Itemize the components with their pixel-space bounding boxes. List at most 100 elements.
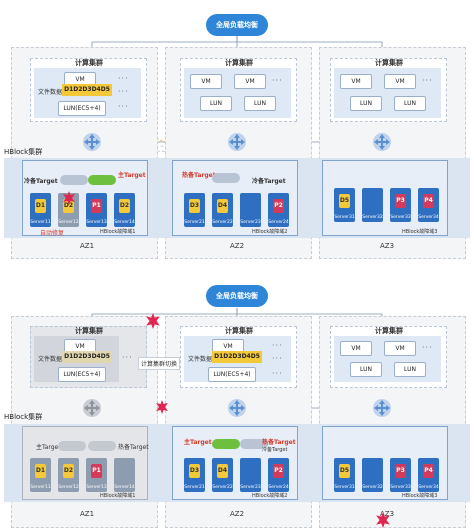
main-target-label: 主Target [118,172,146,179]
main-target-indicator [212,439,240,449]
file-data-label: 文件数据 [38,356,63,363]
az-label: AZ1 [80,510,95,518]
parity-chip: P3 [395,464,406,478]
parity-chip: P4 [423,194,434,208]
server-label: Server33 [390,215,411,220]
data-chip: D1D2D3D4D5 [62,351,112,363]
server-node: P2 Server24 [268,193,289,227]
server-node: D3 Server21 [184,458,205,492]
fault-domain-label: HBlock故障域1 [100,229,136,235]
server-label: Server24 [268,485,289,490]
fault-domain-label: HBlock故障域2 [252,229,288,235]
server-label: Server31 [334,215,355,220]
lun-pill: LUN [350,362,382,377]
cluster-title: 计算集群 [375,59,403,67]
lun-pill: LUN [200,96,232,111]
file-data-label: 文件数据 [188,356,213,363]
data-chip: D3 [189,199,200,213]
server-label: Server21 [184,220,205,225]
data-chip: D2 [63,464,74,478]
vm-pill: VM [340,341,372,356]
more-dots: ··· [118,102,129,111]
more-dots: ··· [422,343,433,352]
server-node: Server23 [240,458,261,492]
server-label: Server21 [184,485,205,490]
server-node: D1 Server11 [30,193,51,227]
router-icon [83,133,101,151]
fault-starburst-icon [63,191,75,205]
lun-pill: LUN [244,96,276,111]
cluster-title: 计算集群 [375,327,403,335]
data-chip: D1 [35,199,46,213]
fault-domain-label: HBlock故障域1 [100,493,136,499]
main-target-label: 主Target [36,444,61,451]
server-node: D3 Server21 [184,193,205,227]
data-chip: D1D2D3D4D5 [62,84,112,96]
parity-chip: P4 [423,464,434,478]
more-dots: ··· [118,74,129,83]
server-label: Server24 [268,220,289,225]
standby-target-indicator [60,175,88,185]
fault-starburst-icon [146,313,160,329]
hot-target-label: 热备Target [182,172,216,179]
server-node-failed: D2 Server12 [58,458,79,492]
lun-ec-pill: LUN(EC5+4) [58,101,106,116]
router-icon [373,133,391,151]
server-node: D5 Server31 [334,188,355,222]
more-dots: ··· [272,341,283,350]
parity-chip: P2 [273,199,284,213]
hblock-cluster-label: HBlock集群 [4,148,43,156]
data-chip: D5 [339,464,350,478]
server-node-failed: P1 Server13 [86,458,107,492]
fault-starburst-icon [156,400,168,414]
data-chip: D3 [189,464,200,478]
data-chip: D5 [339,194,350,208]
main-target-indicator [88,175,116,185]
standby-target-label: 冷备Target [24,178,58,185]
hot-target-indicator [88,441,116,451]
vm-pill: VM [384,74,416,89]
cluster-title: 计算集群 [75,59,103,67]
server-node: D4 Server22 [212,193,233,227]
az-label: AZ2 [230,242,245,250]
data-chip: D1D2D3D4D5 [212,351,262,363]
az-label: AZ3 [380,242,395,250]
server-label: Server13 [86,220,107,225]
lun-pill: LUN [350,96,382,111]
server-label: Server22 [212,485,233,490]
router-icon [373,399,391,417]
vm-pill: VM [384,341,416,356]
server-node: D4 Server22 [212,458,233,492]
lun-pill: LUN [394,362,426,377]
server-label: Server12 [58,220,79,225]
global-load-balancer: 全局负载均衡 [206,285,268,307]
server-node: Server32 [362,458,383,492]
cluster-switch-label: 计算集群切换 [138,357,181,370]
server-node: P1 Server13 [86,193,107,227]
vm-pill: VM [64,72,96,87]
server-label: Server32 [362,215,383,220]
server-label: Server33 [390,485,411,490]
hot-target-indicator [240,439,268,449]
more-dots: ··· [272,354,283,363]
global-load-balancer: 全局负载均衡 [206,14,268,36]
router-icon [228,133,246,151]
router-icon [228,399,246,417]
az-label: AZ3 [380,510,395,518]
main-target-indicator [58,441,86,451]
server-label: Server32 [362,485,383,490]
server-node: Server32 [362,188,383,222]
server-label: Server22 [212,220,233,225]
vm-pill: VM [190,74,222,89]
server-label: Server12 [58,485,79,490]
data-chip: D4 [217,464,228,478]
lun-ec-pill: LUN(EC5+4) [208,367,256,382]
standby-target-label: 冷备Target [262,447,288,453]
server-node: Server23 [240,193,261,227]
server-label: Server31 [334,485,355,490]
more-dots: ··· [422,76,433,85]
data-chip: D1 [35,464,46,478]
vm-pill: VM [340,74,372,89]
server-node: P4 Server34 [418,458,439,492]
hot-target-label: 热备Target [118,444,149,451]
